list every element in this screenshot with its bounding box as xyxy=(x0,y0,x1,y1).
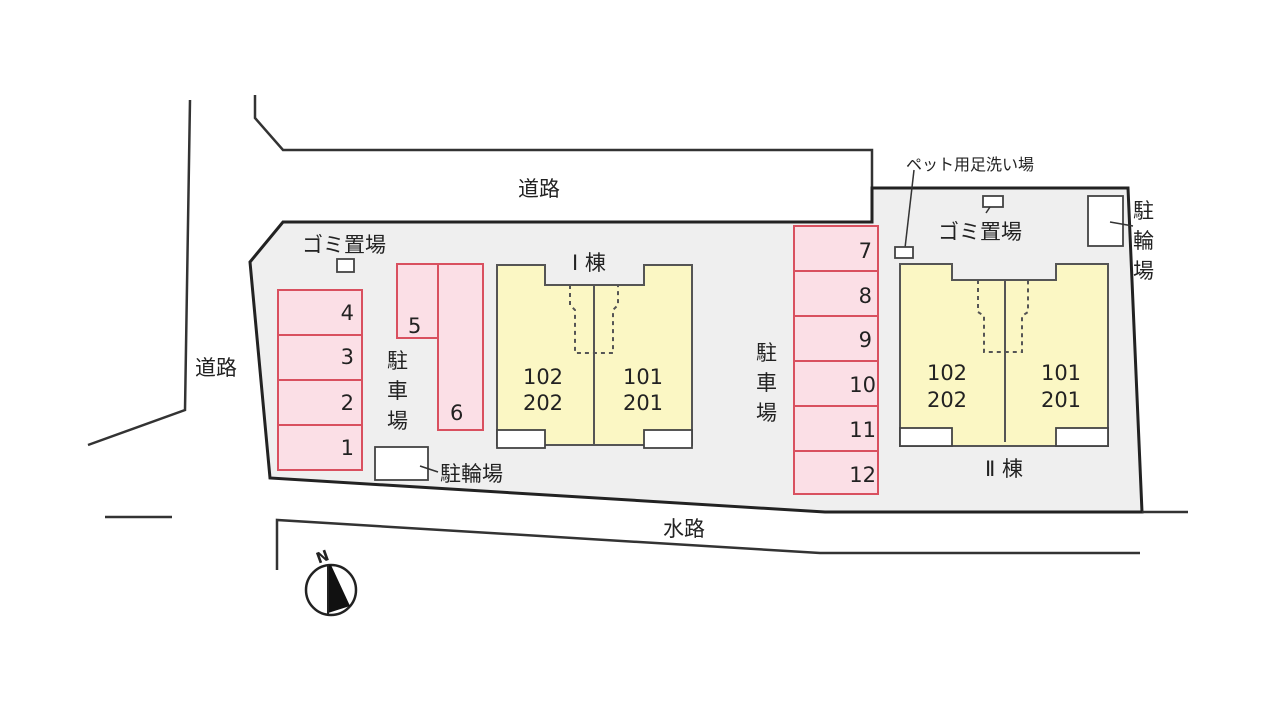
parking-left-label: 車 xyxy=(387,379,408,403)
leader-line xyxy=(904,169,915,249)
parking-right-label: 車 xyxy=(756,371,777,395)
parking-space-8 xyxy=(793,270,879,317)
road-left-label: 道路 xyxy=(195,356,237,380)
parking-space-3 xyxy=(277,334,363,381)
parking-left-label: 場 xyxy=(387,409,408,433)
unit-number: 101 xyxy=(623,365,663,389)
unit-number: 102 xyxy=(523,365,563,389)
compass-north-label: N xyxy=(314,546,332,567)
balcony xyxy=(1055,427,1109,447)
parking-number: 6 xyxy=(450,401,463,425)
parking-number: 8 xyxy=(859,284,872,308)
parking-right-group: 7 8 9 10 11 12 xyxy=(793,225,879,495)
unit-number: 102 xyxy=(927,361,967,385)
waterway-label: 水路 xyxy=(663,517,705,541)
parking-space-12 xyxy=(793,450,879,495)
pet-footwash-label: ペット用足洗い場 xyxy=(906,155,1034,174)
bike-parking-right-label: 輪 xyxy=(1133,229,1154,253)
parking-space-11 xyxy=(793,405,879,452)
parking-right-label: 場 xyxy=(756,401,777,425)
garbage-left-label: ゴミ置場 xyxy=(302,233,386,257)
garbage-left-box xyxy=(336,258,355,273)
garbage-right-box xyxy=(982,195,1004,208)
parking-right-label: 駐 xyxy=(756,341,777,365)
balcony xyxy=(899,427,953,447)
unit-number: 202 xyxy=(927,388,967,412)
parking-space-1 xyxy=(277,424,363,471)
parking-space-4 xyxy=(277,289,363,336)
parking-number: 12 xyxy=(849,463,876,487)
road-left-edge xyxy=(87,99,192,447)
parking-left-group: 4 3 2 1 5 6 xyxy=(277,263,484,471)
unit-number: 101 xyxy=(1041,361,1081,385)
building-1: 102 202 101 201 xyxy=(496,264,693,449)
road-top-label: 道路 xyxy=(518,177,560,201)
bike-parking-left-box xyxy=(374,446,429,481)
unit-number: 201 xyxy=(1041,388,1081,412)
bike-parking-right-label: 場 xyxy=(1133,259,1154,283)
parking-space-6 xyxy=(437,263,484,431)
parking-number: 7 xyxy=(859,239,872,263)
leader-line xyxy=(1109,221,1134,227)
parking-number: 11 xyxy=(849,418,876,442)
bike-parking-right-label: 駐 xyxy=(1133,199,1154,223)
parking-space-10 xyxy=(793,360,879,407)
parking-left-label: 駐 xyxy=(387,349,408,373)
leader-line xyxy=(985,206,991,214)
leader-line xyxy=(419,465,439,473)
unit-number: 201 xyxy=(623,391,663,415)
balcony xyxy=(496,429,546,449)
parking-number: 9 xyxy=(859,328,872,352)
pet-footwash-box xyxy=(894,246,914,259)
unit-number: 202 xyxy=(523,391,563,415)
parking-number: 1 xyxy=(341,436,354,460)
north-compass-icon: N xyxy=(304,546,358,617)
building-1-label: Ⅰ 棟 xyxy=(572,251,606,275)
waterway-edge xyxy=(275,518,1140,570)
garbage-right-label: ゴミ置場 xyxy=(938,220,1022,244)
balcony xyxy=(643,429,693,449)
parking-number: 2 xyxy=(341,391,354,415)
building-2: 102 202 101 201 xyxy=(899,263,1109,447)
road-top-edge xyxy=(253,95,874,222)
parking-space-5 xyxy=(396,263,439,339)
building-2-label: Ⅱ 棟 xyxy=(985,457,1023,481)
parking-number: 3 xyxy=(341,345,354,369)
bike-parking-right-box xyxy=(1087,195,1124,247)
parking-number: 4 xyxy=(341,301,354,325)
parking-number: 5 xyxy=(408,314,421,338)
parking-number: 10 xyxy=(849,373,876,397)
bike-parking-left-label: 駐輪場 xyxy=(440,462,503,486)
